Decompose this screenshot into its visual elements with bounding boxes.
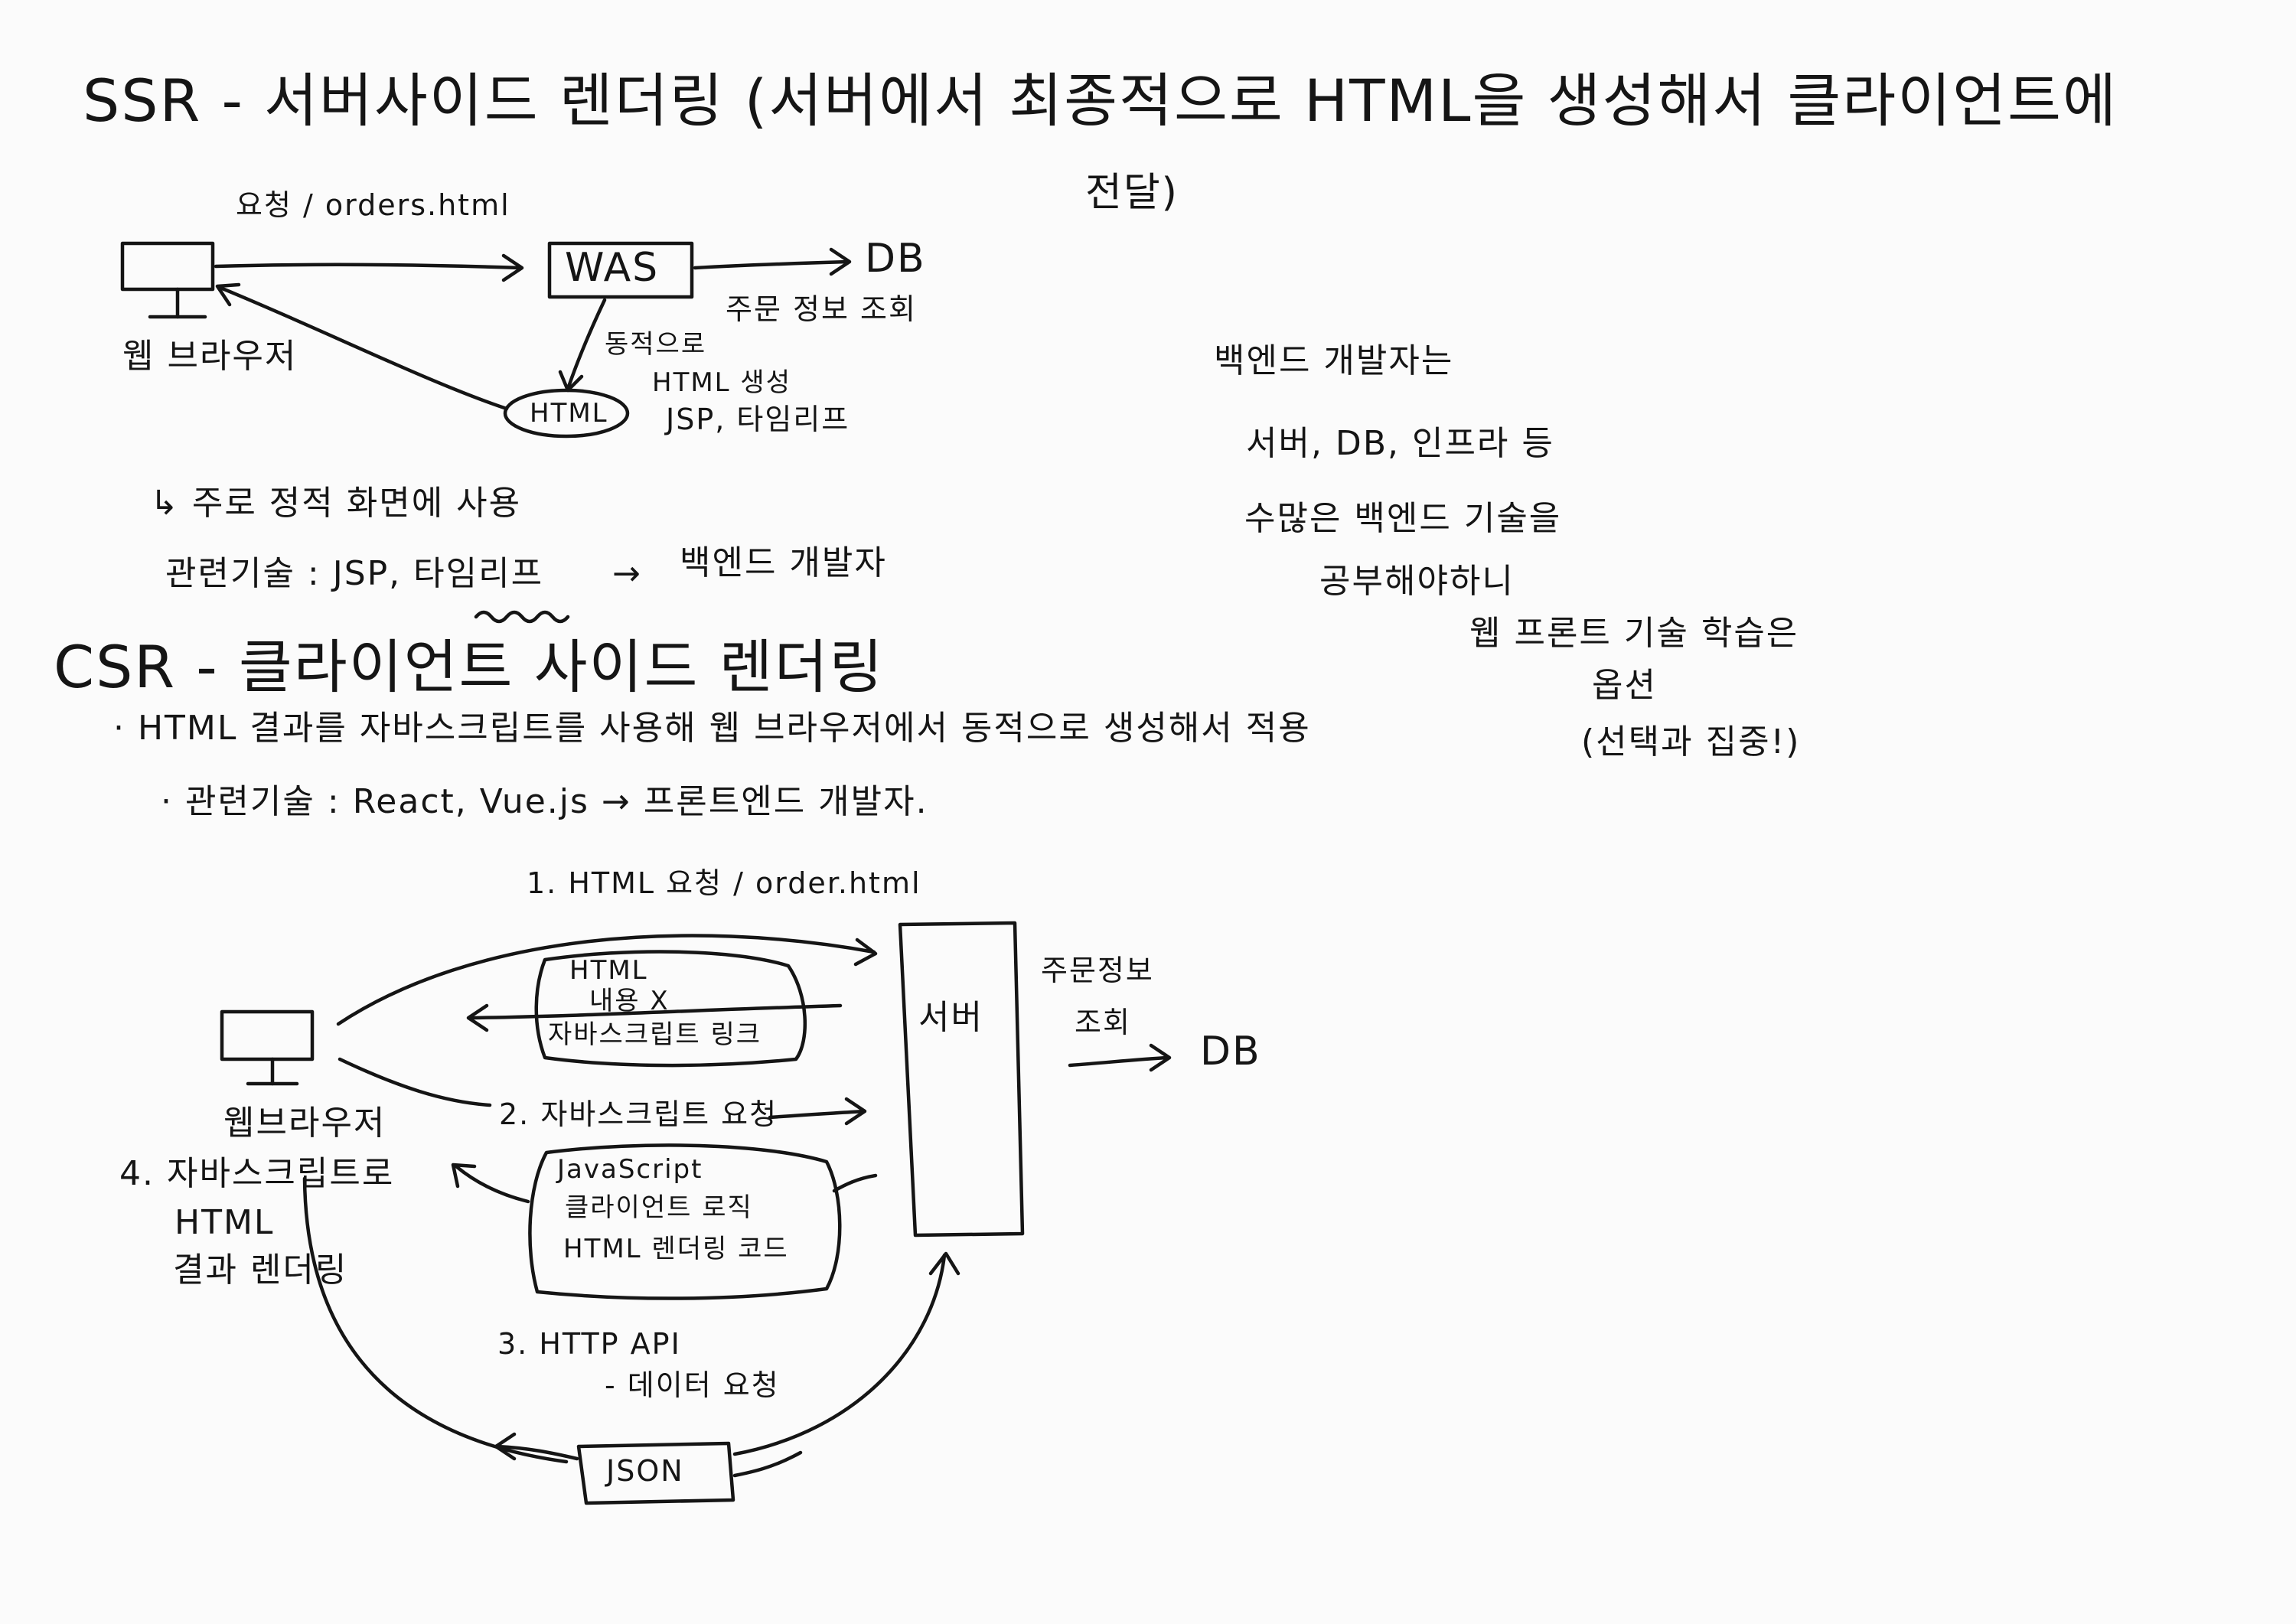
- csr-monitor-icon: [220, 1009, 315, 1086]
- html-box-line-1: HTML: [569, 955, 648, 986]
- note-line-7: (선택과 집중!): [1581, 722, 1801, 761]
- step2-label: 2. 자바스크립트 요청: [499, 1097, 778, 1131]
- ssr-return-arrow: [215, 282, 509, 411]
- csr-web-browser-label: 웹브라우저: [223, 1104, 386, 1143]
- jsp-label: JSP, 타임리프: [666, 403, 850, 436]
- js-response-arrow: [451, 1163, 878, 1204]
- csr-order-query-2: 조회: [1075, 1006, 1131, 1039]
- json-return-arrow: [494, 1432, 803, 1478]
- server-db-arrow: [1068, 1043, 1172, 1072]
- step3-label-2: - 데이터 요청: [605, 1368, 780, 1402]
- json-box: [576, 1441, 735, 1505]
- csr-db-label: DB: [1200, 1029, 1261, 1075]
- ssr-title: SSR - 서버사이드 렌더링 (서버에서 최종적으로 HTML을 생성해서 클…: [83, 67, 2118, 135]
- js-box-line-3: HTML 렌더링 코드: [563, 1234, 789, 1264]
- html-content-box: [534, 950, 807, 1068]
- ssr-tech-arrow: →: [612, 554, 642, 593]
- csr-order-query-1: 주문정보: [1041, 954, 1154, 987]
- ssr-request-arrow: [214, 253, 524, 282]
- was-db-arrow: [693, 247, 852, 276]
- ssr-html-label: HTML: [530, 398, 608, 429]
- ssr-request-label: 요청 / orders.html: [236, 188, 510, 222]
- step3-label-1: 3. HTTP API: [497, 1327, 681, 1361]
- step2-arrow: [338, 1057, 867, 1126]
- ssr-db-label: DB: [865, 236, 926, 282]
- was-box: [547, 241, 694, 299]
- server-box: [898, 921, 1025, 1238]
- was-label: WAS: [565, 245, 660, 291]
- html-response-arrow: [466, 1003, 843, 1032]
- server-label: 서버: [918, 998, 983, 1037]
- js-box-line-1: JavaScript: [557, 1154, 703, 1185]
- note-line-6: 옵션: [1592, 666, 1657, 705]
- dynamic-label: 동적으로: [605, 329, 707, 360]
- ssr-order-query: 주문 정보 조회: [726, 292, 917, 326]
- ssr-backend-dev: 백엔드 개발자: [680, 543, 887, 582]
- ssr-tech-label: 관련기술 : JSP, 타임리프: [165, 554, 544, 593]
- csr-title: CSR - 클라이언트 사이드 렌더링: [54, 633, 885, 701]
- ssr-usage-note: ↳ 주로 정적 화면에 사용: [150, 484, 522, 523]
- wavy-underline: [474, 610, 570, 624]
- ssr-html-ellipse: [503, 388, 630, 439]
- ssr-web-browser-label: 웹 브라우저: [122, 337, 298, 376]
- ssr-monitor-icon: [120, 241, 215, 319]
- note-line-2: 서버, DB, 인프라 등: [1246, 424, 1554, 463]
- note-line-1: 백엔드 개발자는: [1214, 341, 1454, 380]
- step4-line-2: HTML: [174, 1203, 275, 1242]
- note-line-3: 수많은 백엔드 기술을: [1244, 499, 1562, 538]
- html-create-label: HTML 생성: [652, 367, 791, 398]
- note-line-5: 웹 프론트 기술 학습은: [1469, 614, 1799, 653]
- step4-line-1: 4. 자바스크립트로: [119, 1154, 395, 1193]
- js-box-line-2: 클라이언트 로직: [565, 1192, 753, 1223]
- note-line-4: 공부해야하니: [1319, 562, 1515, 601]
- csr-description: · HTML 결과를 자바스크립트를 사용해 웹 브라우저에서 동적으로 생성해…: [113, 709, 1311, 748]
- ssr-title-continued: 전달): [1085, 170, 1179, 216]
- was-html-arrow: [558, 298, 607, 393]
- json-label: JSON: [606, 1454, 684, 1488]
- step1-arrow: [336, 934, 878, 1026]
- js-code-box: [528, 1143, 842, 1300]
- csr-tech-label: · 관련기술 : React, Vue.js → 프론트엔드 개발자.: [161, 782, 928, 821]
- step4-line-3: 결과 렌더링: [173, 1251, 348, 1290]
- html-box-line-2: 내용 X: [589, 986, 670, 1016]
- step1-label: 1. HTML 요청 / order.html: [527, 866, 921, 900]
- html-box-line-3: 자바스크립트 링크: [548, 1019, 762, 1050]
